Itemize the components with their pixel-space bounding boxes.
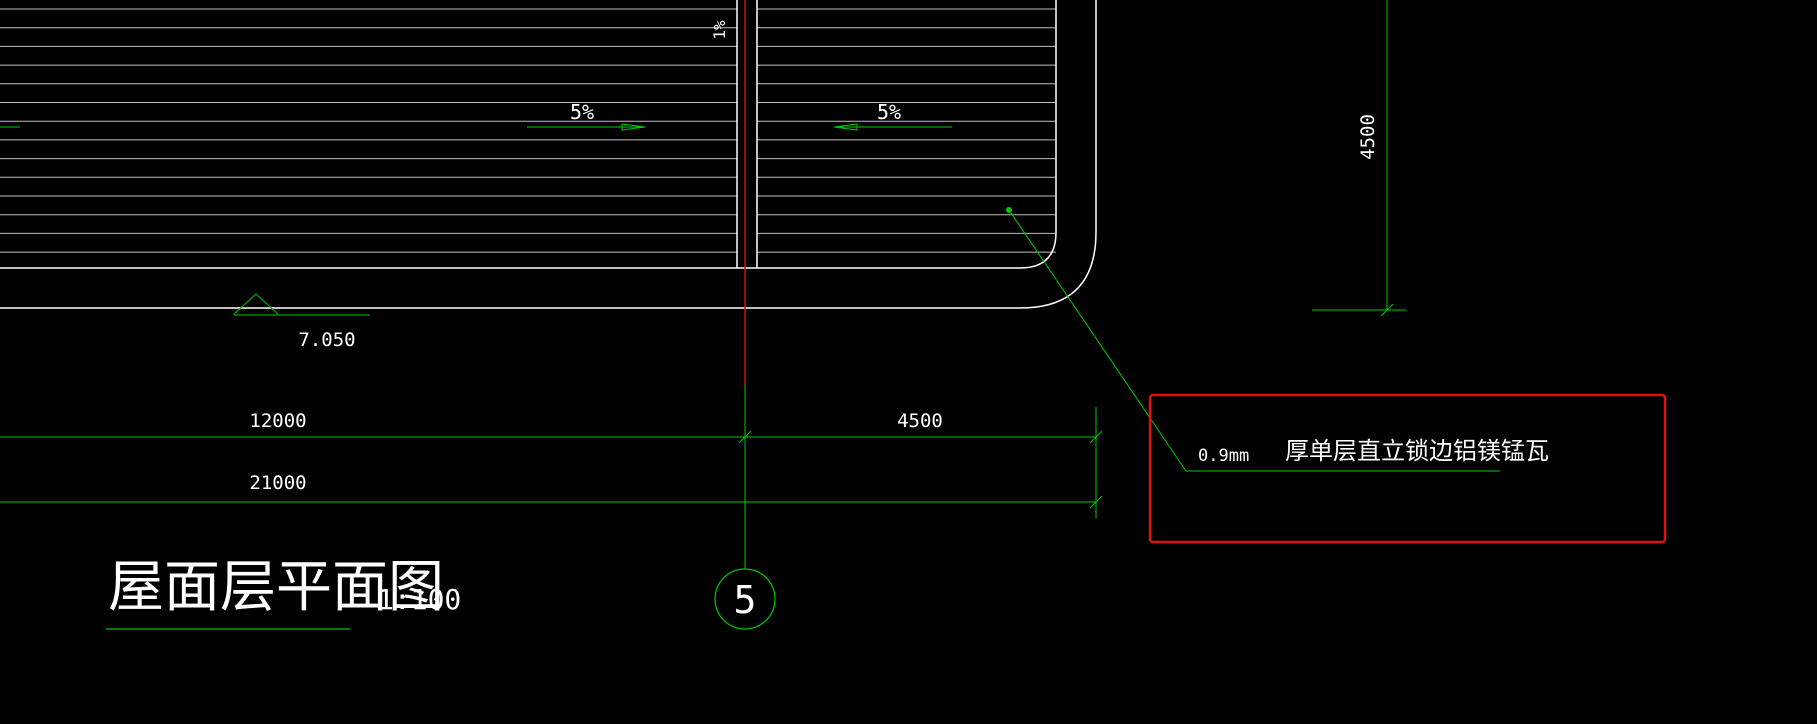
slope-arrow-left [0, 123, 646, 131]
axis-bubble-label: 5 [734, 578, 757, 622]
dimension-label-vertical-4500: 4500 [1357, 114, 1379, 160]
roof-inner-outline [0, 0, 1057, 269]
slope-label-right: 5% [877, 100, 901, 124]
roof-outer-outline [0, 0, 1097, 309]
slope-arrow-right [833, 123, 952, 131]
highlight-box [1148, 393, 1667, 544]
dimension-label-21000: 21000 [249, 472, 306, 494]
dimension-label-12000: 12000 [249, 410, 306, 432]
dimension-line-segments [0, 407, 1103, 518]
annotation-material: 厚单层直立锁边铝镁锰瓦 [1285, 437, 1549, 465]
axis-bubble [714, 568, 776, 630]
dimension-line-vertical [1312, 0, 1406, 317]
dimension-line-total [0, 495, 1103, 509]
dimension-label-4500: 4500 [897, 410, 943, 432]
drawing-scale: 1:100 [377, 583, 461, 616]
annotation-thickness: 0.9mm [1198, 446, 1249, 466]
roof-seam-lines-right [757, 8, 1056, 253]
annotation-leader [1008, 209, 1500, 472]
leader-dot [1006, 207, 1012, 213]
elevation-label: 7.050 [298, 329, 355, 351]
drawing-title: 屋面层平面图 [108, 555, 444, 620]
slope-label-left: 5% [570, 100, 594, 124]
elevation-symbol [233, 293, 370, 316]
roof-seam-lines-left [0, 8, 737, 253]
ridge-slope-label: 1% [710, 20, 729, 40]
